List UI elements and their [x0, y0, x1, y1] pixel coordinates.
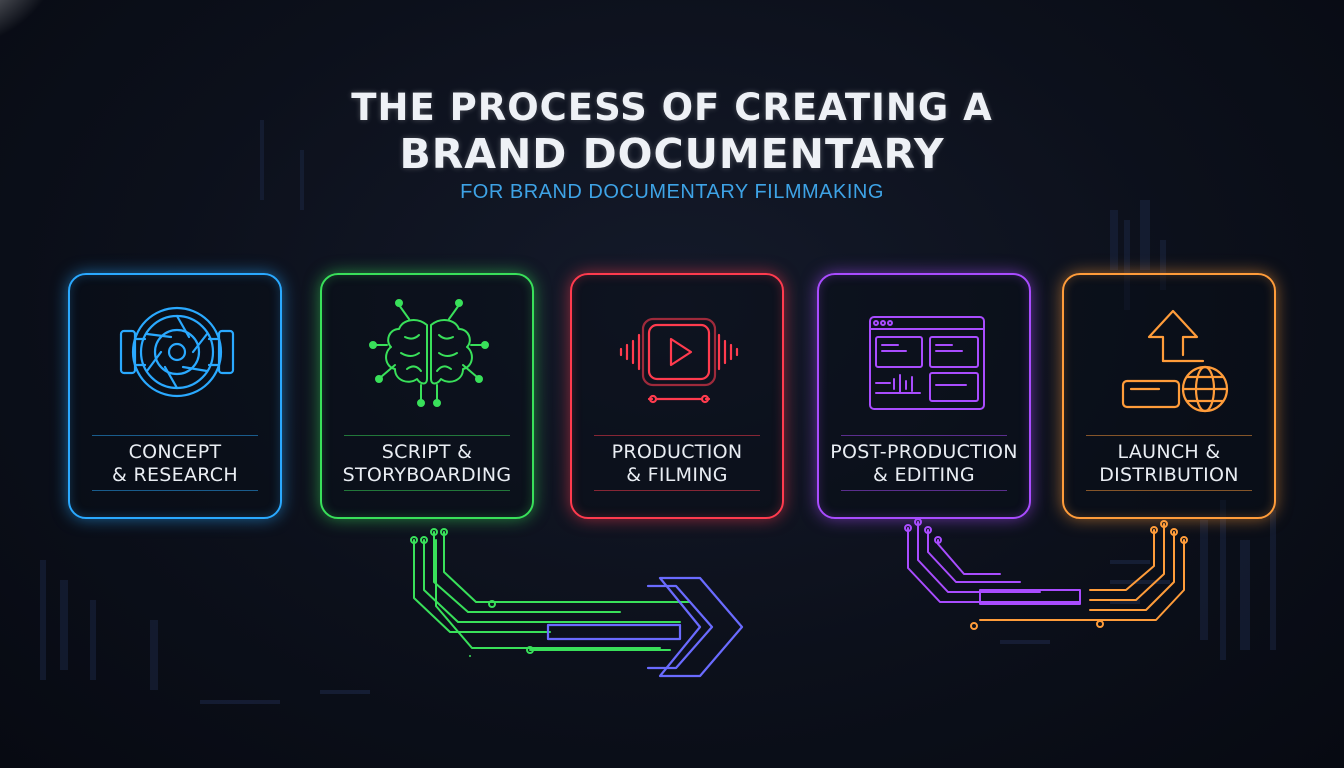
step-card-production-filming: PRODUCTION & FILMING [570, 273, 784, 519]
step-label-line-2: STORYBOARDING [342, 464, 512, 486]
step-card-post-production-editing: POST-PRODUCTION & EDITING [817, 273, 1031, 519]
step-label-line-1: CONCEPT [128, 441, 222, 463]
upload-globe-icon [1121, 309, 1229, 413]
editing-window-icon [869, 316, 985, 410]
divider-top [1086, 435, 1252, 436]
step-card-script-storyboarding: SCRIPT & STORYBOARDING [320, 273, 534, 519]
purple-orange-circuit-connector [904, 518, 1188, 630]
step-label-line-2: & RESEARCH [112, 464, 238, 486]
divider-bottom [344, 490, 510, 491]
divider-bottom [841, 490, 1007, 491]
divider-bottom [594, 490, 760, 491]
step-card-launch-distribution: LAUNCH & DISTRIBUTION [1062, 273, 1276, 519]
step-label: SCRIPT & STORYBOARDING [322, 441, 532, 487]
arrow-right-icon [546, 576, 744, 678]
brain-circuit-icon [369, 299, 489, 407]
video-play-icon [619, 317, 739, 404]
divider-top [594, 435, 760, 436]
step-label-line-1: POST-PRODUCTION [830, 441, 1018, 463]
step-label-line-1: LAUNCH & [1117, 441, 1221, 463]
step-label-line-2: & EDITING [873, 464, 975, 486]
divider-top [344, 435, 510, 436]
title-line-1: THE PROCESS OF CREATING A [351, 86, 993, 129]
step-label: LAUNCH & DISTRIBUTION [1064, 441, 1274, 487]
step-label: CONCEPT & RESEARCH [70, 441, 280, 487]
green-circuit-connector [410, 528, 691, 657]
subtitle: FOR BRAND DOCUMENTARY FILMMAKING [460, 181, 884, 203]
divider-top [92, 435, 258, 436]
title-line-2: BRAND DOCUMENTARY [399, 130, 945, 178]
step-label: PRODUCTION & FILMING [572, 441, 782, 487]
step-label-line-2: & FILMING [626, 464, 728, 486]
step-label-line-1: PRODUCTION [611, 441, 743, 463]
step-label: POST-PRODUCTION & EDITING [819, 441, 1029, 487]
divider-top [841, 435, 1007, 436]
step-label-line-2: DISTRIBUTION [1099, 464, 1239, 486]
camera-aperture-icon [119, 306, 235, 398]
divider-bottom [1086, 490, 1252, 491]
step-card-concept-research: CONCEPT & RESEARCH [68, 273, 282, 519]
step-label-line-1: SCRIPT & [381, 441, 473, 463]
divider-bottom [92, 490, 258, 491]
